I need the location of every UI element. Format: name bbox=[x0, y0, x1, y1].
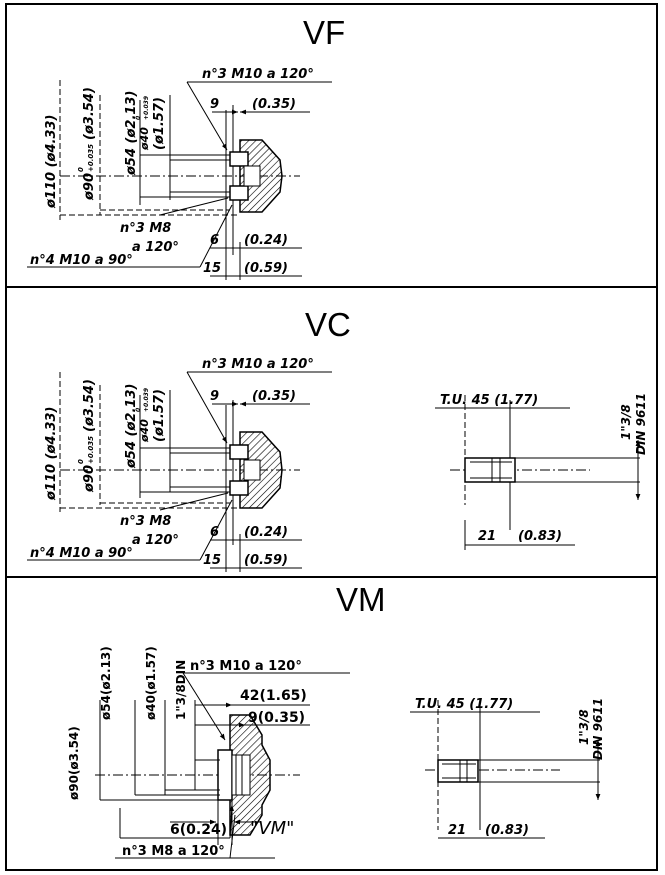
vf-thread-m8: n°3 M8 bbox=[120, 221, 171, 236]
vf-d40-tol2: +0.039 bbox=[143, 96, 150, 120]
vf-d90-tol2: +0.035 bbox=[87, 144, 95, 172]
vc-dim-15: 15 bbox=[203, 553, 221, 568]
vf-dim-15: 15 bbox=[203, 261, 221, 276]
vc-shaft-21: 21 bbox=[478, 529, 496, 544]
vm-shaft-spline: 1"3/8 bbox=[577, 709, 591, 745]
sheet-frame bbox=[5, 3, 658, 871]
vm-shaft-tu: T.U. 45 (1.77) bbox=[415, 697, 513, 712]
section-title-vm: VM bbox=[336, 581, 386, 618]
vc-d110: ø110 (ø4.33) bbox=[44, 407, 59, 501]
vc-dim-6: 6 bbox=[210, 525, 219, 540]
vm-label: "VM" bbox=[250, 818, 294, 839]
vm-spline: 1"3/8DIN bbox=[174, 660, 188, 720]
vf-flange-drawing bbox=[27, 80, 332, 280]
vf-d90: ø90 bbox=[82, 173, 97, 201]
vm-dim-9: 9(0.35) bbox=[248, 710, 305, 726]
vf-dim-9: 9 bbox=[210, 97, 219, 112]
vf-thread-m8-angle: a 120° bbox=[132, 240, 179, 255]
vc-d40-tol2: +0.039 bbox=[143, 388, 150, 412]
vc-d40-in: (ø1.57) bbox=[152, 389, 167, 442]
section-divider bbox=[5, 286, 658, 288]
vc-d90: ø90 bbox=[82, 465, 97, 493]
vf-dim-6-in: (0.24) bbox=[244, 233, 288, 248]
section-title-vf: VF bbox=[303, 14, 346, 51]
vc-d90-in: (ø3.54) bbox=[82, 379, 97, 432]
vf-d54: ø54 (ø2.13) bbox=[124, 91, 139, 176]
vf-d40-in: (ø1.57) bbox=[152, 97, 167, 150]
vf-dim-9-in: (0.35) bbox=[252, 97, 296, 112]
vc-d40-tol: 0 bbox=[135, 408, 142, 412]
vc-thread-top: n°3 M10 a 120° bbox=[202, 357, 314, 372]
vc-shaft-21-in: (0.83) bbox=[518, 529, 562, 544]
vc-thread-m8-angle: a 120° bbox=[132, 533, 179, 548]
vc-thread-m10-90: n°4 M10 a 90° bbox=[30, 546, 133, 561]
vc-d40: ø40 bbox=[138, 419, 151, 443]
vc-dim-9: 9 bbox=[210, 389, 219, 404]
vf-d40-tol: 0 bbox=[135, 116, 142, 120]
vc-d90-tol2: +0.035 bbox=[87, 436, 95, 464]
vm-shaft-21-in: (0.83) bbox=[485, 823, 529, 838]
vc-thread-m8: n°3 M8 bbox=[120, 514, 171, 529]
vf-d40: ø40 bbox=[138, 127, 151, 151]
vc-shaft-spline: 1"3/8 bbox=[619, 404, 633, 440]
vf-thread-m10-90: n°4 M10 a 90° bbox=[30, 253, 133, 268]
vm-shaft-din: DIN 9611 bbox=[591, 698, 605, 760]
vm-thread-m8: n°3 M8 a 120° bbox=[122, 844, 225, 859]
vc-dim-9-in: (0.35) bbox=[252, 389, 296, 404]
vf-thread-top: n°3 M10 a 120° bbox=[202, 67, 314, 82]
vc-d90-tol: 0 bbox=[77, 459, 85, 464]
vm-flange-drawing bbox=[95, 672, 350, 859]
vm-dim-42: 42(1.65) bbox=[240, 688, 307, 704]
vf-d90-tol: 0 bbox=[77, 167, 85, 172]
vm-thread-top: n°3 M10 a 120° bbox=[190, 659, 302, 674]
vf-dim-15-in: (0.59) bbox=[244, 261, 288, 276]
vc-shaft-drawing bbox=[435, 395, 641, 550]
vf-d90-in: (ø3.54) bbox=[82, 87, 97, 140]
vf-dim-6: 6 bbox=[210, 233, 219, 248]
vc-shaft-tu: T.U. 45 (1.77) bbox=[440, 393, 538, 408]
vc-dim-6-in: (0.24) bbox=[244, 525, 288, 540]
vc-dim-15-in: (0.59) bbox=[244, 553, 288, 568]
section-divider bbox=[5, 576, 658, 578]
vm-shaft-21: 21 bbox=[448, 823, 466, 838]
vm-d40: ø40(ø1.57) bbox=[144, 646, 158, 720]
vm-d90: ø90(ø3.54) bbox=[67, 726, 81, 800]
vc-d54: ø54 (ø2.13) bbox=[124, 384, 139, 469]
vf-d110: ø110 (ø4.33) bbox=[44, 115, 59, 209]
vc-flange-drawing bbox=[27, 371, 332, 572]
vc-shaft-din: DIN 9611 bbox=[634, 393, 648, 455]
vm-d54: ø54(ø2.13) bbox=[99, 646, 113, 720]
vm-dim-6: 6(0.24) bbox=[170, 822, 227, 838]
vm-shaft-drawing bbox=[410, 700, 601, 839]
section-title-vc: VC bbox=[305, 306, 351, 343]
